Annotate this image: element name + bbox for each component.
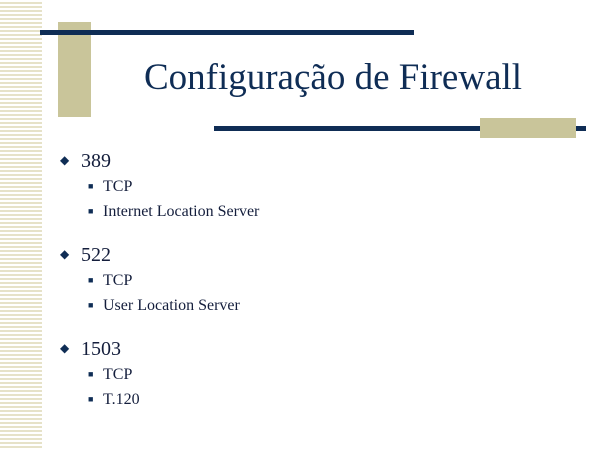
bullet-level2: ■ T.120	[58, 387, 558, 412]
port-group: ◆ 389 ■ TCP ■ Internet Location Server	[58, 148, 558, 224]
bullet-level2: ■ TCP	[58, 268, 558, 293]
bullet-level2: ■ TCP	[58, 362, 558, 387]
left-stripe-decoration	[0, 0, 42, 450]
service-label: Internet Location Server	[103, 203, 260, 220]
square-bullet-icon: ■	[88, 275, 94, 285]
accent-line-bottom	[214, 126, 586, 131]
bullet-list: ◆ 389 ■ TCP ■ Internet Location Server ◆…	[58, 148, 558, 430]
square-bullet-icon: ■	[88, 394, 94, 404]
diamond-bullet-icon: ◆	[60, 153, 70, 167]
accent-block-top	[58, 22, 91, 117]
bullet-level2: ■ User Location Server	[58, 293, 558, 318]
diamond-bullet-icon: ◆	[60, 247, 70, 261]
square-bullet-icon: ■	[88, 300, 94, 310]
protocol-label: TCP	[103, 366, 133, 383]
service-label: User Location Server	[103, 297, 240, 314]
square-bullet-icon: ■	[88, 369, 94, 379]
square-bullet-icon: ■	[88, 181, 94, 191]
accent-line-top	[40, 30, 414, 35]
port-group: ◆ 522 ■ TCP ■ User Location Server	[58, 242, 558, 318]
diamond-bullet-icon: ◆	[60, 341, 70, 355]
port-number: 522	[81, 244, 111, 266]
bullet-level2: ■ TCP	[58, 174, 558, 199]
protocol-label: TCP	[103, 178, 133, 195]
port-number: 389	[81, 150, 111, 172]
square-bullet-icon: ■	[88, 206, 94, 216]
bullet-level1: ◆ 522	[58, 242, 558, 268]
accent-block-bottom	[480, 118, 576, 138]
bullet-level1: ◆ 1503	[58, 336, 558, 362]
port-number: 1503	[81, 338, 121, 360]
bullet-level2: ■ Internet Location Server	[58, 199, 558, 224]
slide-title: Configuração de Firewall	[143, 57, 523, 98]
service-label: T.120	[103, 391, 140, 408]
port-group: ◆ 1503 ■ TCP ■ T.120	[58, 336, 558, 412]
protocol-label: TCP	[103, 272, 133, 289]
bullet-level1: ◆ 389	[58, 148, 558, 174]
